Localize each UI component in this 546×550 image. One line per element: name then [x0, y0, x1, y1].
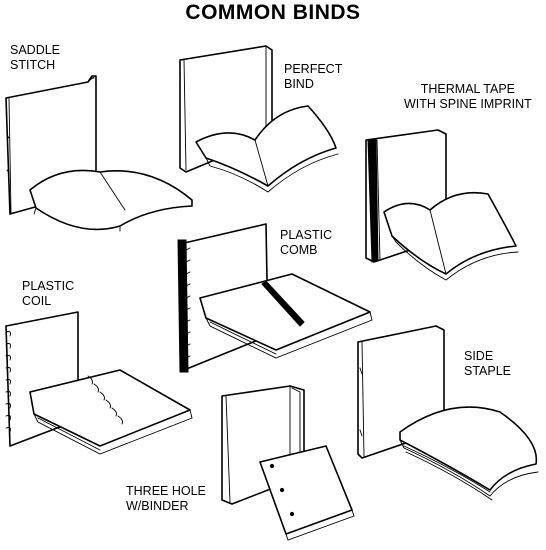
label-plastic-coil: PLASTIC COIL: [22, 279, 74, 309]
label-line: STAPLE: [464, 364, 512, 378]
saddle-stitch-illustration: [5, 75, 193, 232]
label-line: THERMAL TAPE: [420, 82, 515, 96]
label-line: W/BINDER: [126, 499, 189, 513]
plastic-comb-illustration: [177, 223, 373, 373]
label-line: THREE HOLE: [126, 484, 206, 498]
label-saddle-stitch: SADDLE STITCH: [10, 43, 60, 73]
label-line: COMB: [280, 243, 318, 257]
label-plastic-comb: PLASTIC COMB: [280, 228, 332, 258]
label-thermal-tape: THERMAL TAPE WITH SPINE IMPRINT: [404, 82, 532, 112]
side-staple-illustration: [357, 325, 539, 501]
label-three-hole-binder: THREE HOLE W/BINDER: [126, 484, 206, 514]
plastic-coil-illustration: [5, 311, 193, 455]
label-line: SIDE: [464, 349, 494, 363]
label-line: BIND: [284, 77, 314, 91]
label-side-staple: SIDE STAPLE: [464, 349, 511, 379]
thermal-tape-illustration: [365, 129, 519, 281]
label-line: COIL: [22, 294, 52, 308]
diagram-title: COMMON BINDS: [185, 1, 361, 24]
perfect-bind-illustration: [179, 45, 339, 193]
label-line: PLASTIC: [22, 279, 75, 293]
label-line: SADDLE: [10, 43, 61, 57]
label-line: STITCH: [10, 58, 56, 72]
three-hole-binder-illustration: [221, 385, 355, 541]
label-line: PERFECT: [284, 62, 343, 76]
label-perfect-bind: PERFECT BIND: [284, 62, 342, 92]
label-line: WITH SPINE IMPRINT: [404, 97, 532, 111]
label-line: PLASTIC: [280, 228, 333, 242]
